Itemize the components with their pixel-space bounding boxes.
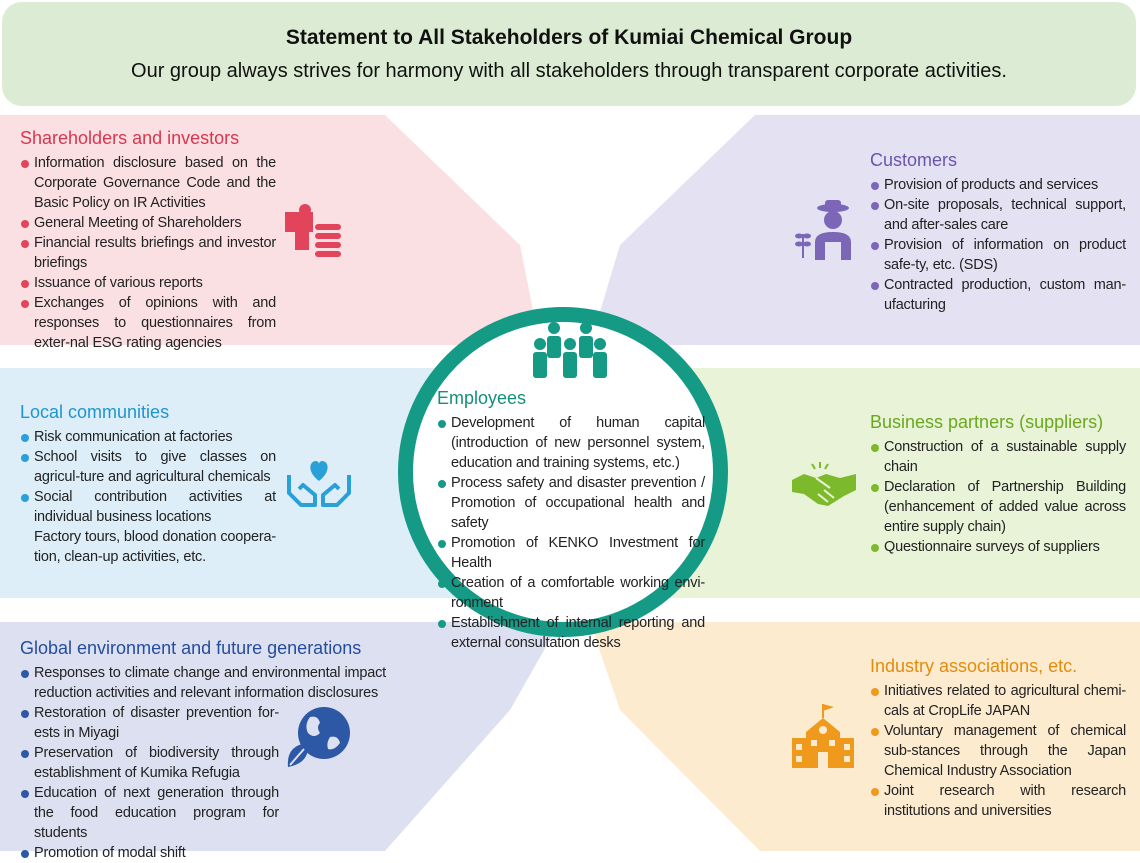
school-building-icon <box>792 704 854 768</box>
list-item: Development of human capital (introducti… <box>437 413 705 473</box>
local-panel <box>0 368 520 598</box>
list-item: Joint research with research institution… <box>870 781 1126 821</box>
list-item: Provision of products and services <box>870 175 1126 195</box>
header-title: Statement to All Stakeholders of Kumiai … <box>285 26 853 49</box>
shareholders-title: Shareholders and investors <box>20 128 240 148</box>
list-item: Restoration of disaster prevention for-e… <box>20 703 279 743</box>
shareholders-panel <box>0 115 540 345</box>
customers-title: Customers <box>870 150 958 170</box>
list-item: Information disclosure based on the Corp… <box>20 153 276 213</box>
industry-title: Industry associations, etc. <box>870 656 1078 676</box>
list-item: Construction of a sustainable supply cha… <box>870 437 1126 477</box>
partners-panel <box>620 368 1140 598</box>
list-item: Preservation of biodiversity through est… <box>20 743 279 783</box>
local-section: Local communities Risk communication at … <box>20 402 276 567</box>
list-item: Social contribution activities at indivi… <box>20 487 276 527</box>
list-item: On-site proposals, technical support, an… <box>870 195 1126 235</box>
list-item: Process safety and disaster prevention /… <box>437 473 705 533</box>
employees-section: Employees Development of human capital (… <box>437 388 705 653</box>
people-group-icon <box>533 322 607 378</box>
local-list: Risk communication at factories School v… <box>20 427 276 567</box>
industry-panel <box>590 622 1140 851</box>
employees-list: Development of human capital (introducti… <box>437 413 705 653</box>
list-item: Promotion of modal shift <box>20 843 279 863</box>
statement-header: Statement to All Stakeholders of Kumiai … <box>2 2 1136 106</box>
local-title: Local communities <box>20 402 170 422</box>
handshake-icon <box>792 462 856 506</box>
list-item: Education of next generation through the… <box>20 783 279 843</box>
list-item: Questionnaire surveys of suppliers <box>870 537 1126 557</box>
shareholders-section: Shareholders and investors Information d… <box>20 128 276 353</box>
list-item: School visits to give classes on agricul… <box>20 447 276 487</box>
global-panel <box>0 622 560 851</box>
shareholders-list: Information disclosure based on the Corp… <box>20 153 276 353</box>
list-item: General Meeting of Shareholders <box>20 213 276 233</box>
customers-section: Customers Provision of products and serv… <box>870 150 1126 315</box>
list-item: Provision of information on product safe… <box>870 235 1126 275</box>
employees-title: Employees <box>437 388 527 408</box>
list-item: Financial results briefings and investor… <box>20 233 276 273</box>
list-item: Contracted production, custom man-ufactu… <box>870 275 1126 315</box>
globe-leaf-icon <box>287 707 350 767</box>
partners-title: Business partners (suppliers) <box>870 412 1104 432</box>
list-item: Initiatives related to agricultural chem… <box>870 681 1126 721</box>
farmer-icon <box>795 200 851 260</box>
list-item: Creation of a comfortable working envi-r… <box>437 573 705 613</box>
global-list: Responses to climate change and environm… <box>20 663 386 863</box>
list-item: Responses to climate change and environm… <box>20 663 386 703</box>
list-item: Issuance of various reports <box>20 273 276 293</box>
header-subtitle: Our group always strives for harmony wit… <box>131 60 1007 82</box>
industry-section: Industry associations, etc. Initiatives … <box>870 656 1126 821</box>
list-item: Risk communication at factories <box>20 427 276 447</box>
global-title: Global environment and future generation… <box>20 638 362 658</box>
list-item: Factory tours, blood donation coopera-ti… <box>34 529 276 565</box>
heart-hands-icon <box>287 461 351 507</box>
partners-list: Construction of a sustainable supply cha… <box>870 437 1126 557</box>
investor-presentation-icon <box>285 204 341 257</box>
list-item: Declaration of Partnership Building (enh… <box>870 477 1126 537</box>
partners-section: Business partners (suppliers) Constructi… <box>870 412 1126 557</box>
industry-list: Initiatives related to agricultural chem… <box>870 681 1126 821</box>
customers-panel <box>590 115 1140 345</box>
global-section: Global environment and future generation… <box>20 638 386 863</box>
list-item: Promotion of KENKO Investment for Health <box>437 533 705 573</box>
list-item: Voluntary management of chemical sub-sta… <box>870 721 1126 781</box>
customers-list: Provision of products and services On-si… <box>870 175 1126 315</box>
list-item: Exchanges of opinions with and responses… <box>20 293 276 353</box>
list-item: Establishment of internal reporting and … <box>437 613 705 653</box>
